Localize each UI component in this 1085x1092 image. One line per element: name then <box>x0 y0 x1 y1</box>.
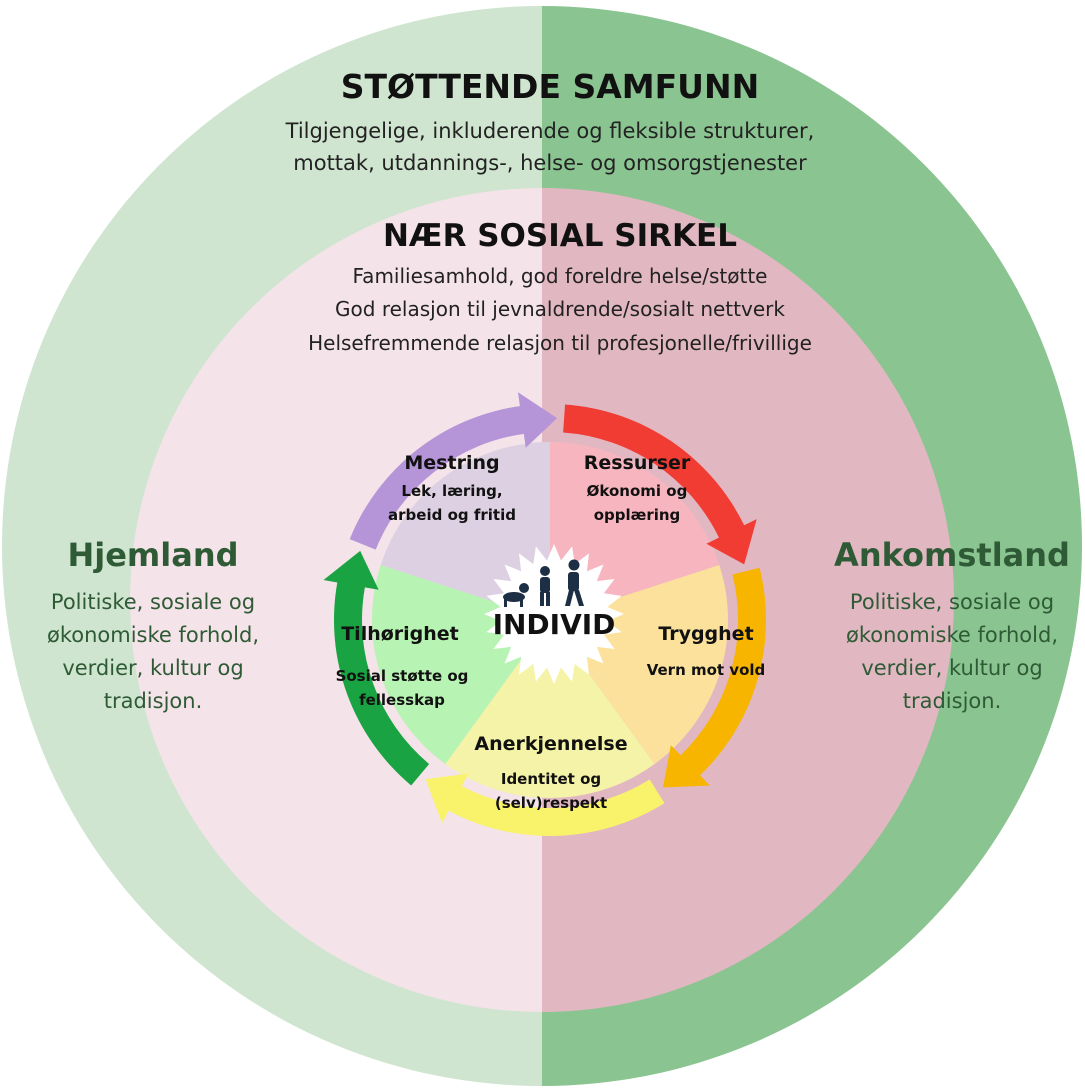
segment-mestring-desc-line-2: arbeid og fritid <box>388 506 516 524</box>
segment-mestring <box>380 442 550 620</box>
arrow-anerkjennelse <box>425 773 665 837</box>
segment-anerkjennelse-labels: Anerkjennelse Identitet og (selv)respekt <box>474 733 627 812</box>
segment-anerkjennelse-desc-line-1: Identitet og <box>501 770 601 788</box>
arrow-ressurser <box>563 404 757 565</box>
arrival-country-block: Ankomstland Politiske, sosiale og økonom… <box>834 536 1070 713</box>
arrow-tilhorighet <box>323 550 430 786</box>
home-country-desc-line-3: verdier, kultur og <box>62 656 243 680</box>
segment-trygghet-desc-line-1: Vern mot vold <box>647 661 766 679</box>
segment-ressurser-labels: Ressurser Økonomi og opplæring <box>584 452 691 524</box>
segment-tilhorighet-labels: Tilhørighet Sosial støtte og fellesskap <box>336 623 469 709</box>
segment-ressurser-desc-line-1: Økonomi og <box>587 482 688 500</box>
segment-mestring-labels: Mestring Lek, læring, arbeid og fritid <box>388 452 516 524</box>
arrival-country-desc-line-3: verdier, kultur og <box>861 656 1042 680</box>
home-country-desc-line-1: Politiske, sosiale og <box>51 590 255 614</box>
arrow-trygghet <box>662 567 766 788</box>
segment-tilhorighet-desc-line-2: fellesskap <box>359 691 445 709</box>
segment-ressurser-title: Ressurser <box>584 452 691 474</box>
home-country-desc-line-4: tradisjon. <box>104 689 203 713</box>
outer-ring-desc-line-2: mottak, utdannings-, helse- og omsorgstj… <box>293 151 807 175</box>
segment-anerkjennelse-title: Anerkjennelse <box>474 733 627 755</box>
cycle-arrows <box>323 392 766 837</box>
arrival-country-title: Ankomstland <box>834 536 1070 574</box>
segment-tilhorighet-title: Tilhørighet <box>341 623 459 645</box>
arrival-country-desc-line-2: økonomiske forhold, <box>846 623 1058 647</box>
segment-trygghet-labels: Trygghet Vern mot vold <box>647 623 766 679</box>
segment-anerkjennelse <box>445 620 655 798</box>
arrow-mestring <box>349 392 558 550</box>
center-individual: INDIVID <box>484 544 624 684</box>
outer-ring-title: STØTTENDE SAMFUNN <box>341 67 759 106</box>
segment-mestring-desc-line-1: Lek, læring, <box>401 482 502 500</box>
segment-tilhorighet-desc-line-1: Sosial støtte og <box>336 667 469 685</box>
home-country-title: Hjemland <box>67 536 238 574</box>
segment-mestring-title: Mestring <box>404 452 499 474</box>
segment-ressurser-desc-line-2: opplæring <box>594 506 681 524</box>
inner-ring-desc-line-1: Familiesamhold, god foreldre helse/støtt… <box>353 264 768 288</box>
inner-ring-title: NÆR SOSIAL SIRKEL <box>383 218 737 254</box>
segment-anerkjennelse-desc-line-2: (selv)respekt <box>495 794 607 812</box>
segment-trygghet-title: Trygghet <box>658 623 753 645</box>
inner-ring-desc-line-3: Helsefremmende relasjon til profesjonell… <box>308 331 812 355</box>
home-country-desc-line-2: økonomiske forhold, <box>47 623 259 647</box>
home-country-block: Hjemland Politiske, sosiale og økonomisk… <box>47 536 259 713</box>
arrival-country-desc-line-1: Politiske, sosiale og <box>850 590 1054 614</box>
outer-ring-desc-line-1: Tilgjengelige, inkluderende og fleksible… <box>285 119 815 143</box>
inner-ring-desc-line-2: God relasjon til jevnaldrende/sosialt ne… <box>335 297 785 321</box>
starburst-shape <box>484 544 624 684</box>
arrival-country-desc-line-4: tradisjon. <box>903 689 1002 713</box>
people-silhouettes-icon <box>503 559 584 607</box>
center-label: INDIVID <box>493 608 616 641</box>
